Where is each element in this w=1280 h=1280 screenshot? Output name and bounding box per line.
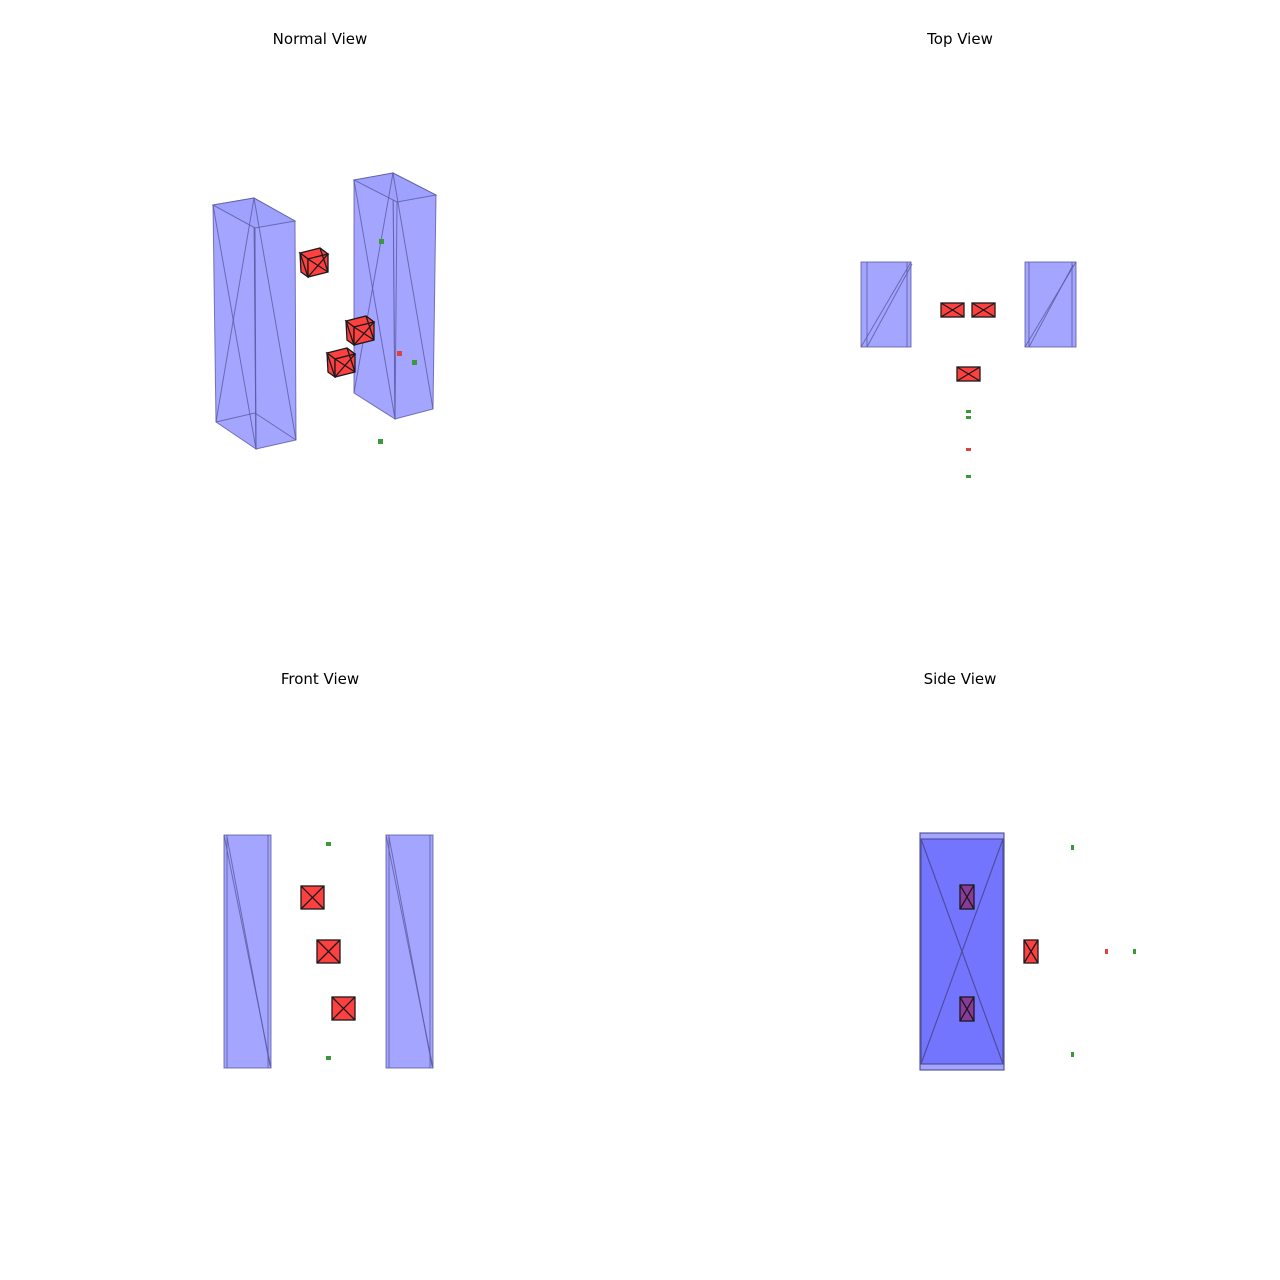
marker-red — [1105, 949, 1108, 954]
marker-green — [966, 416, 971, 419]
marker-green — [1071, 1052, 1074, 1057]
marker-green — [1071, 845, 1074, 850]
column-right — [1024, 261, 1077, 348]
box-2 — [971, 302, 996, 318]
marker-green — [379, 239, 384, 244]
marker-green — [966, 410, 971, 413]
box-hidden-1 — [959, 884, 975, 910]
panel-title: Front View — [280, 670, 360, 688]
box-visible — [1023, 939, 1039, 964]
panel-side-view: Side View — [640, 640, 1280, 1280]
marker-green — [326, 842, 331, 846]
panel-title: Side View — [923, 670, 997, 688]
front-view-plot — [223, 834, 434, 1069]
panel-front-view: Front View — [0, 640, 640, 1280]
box-1 — [300, 885, 325, 910]
top-view-plot — [860, 261, 1077, 478]
box-2 — [344, 315, 376, 347]
panel-top-view: Top View — [640, 0, 1280, 640]
side-view-plot — [919, 832, 1136, 1071]
marker-red — [966, 448, 971, 451]
column-right — [352, 172, 438, 420]
marker-green — [1133, 949, 1136, 954]
column-left — [211, 197, 297, 450]
column-overlapped — [919, 832, 1005, 1071]
marker-red — [397, 351, 402, 356]
marker-green — [412, 360, 417, 365]
column-right — [385, 834, 434, 1069]
column-left — [860, 261, 913, 348]
box-hidden-2 — [959, 996, 975, 1022]
box-3 — [331, 996, 356, 1021]
panel-title: Normal View — [272, 30, 368, 48]
normal-view-plot — [211, 172, 438, 450]
marker-green — [326, 1056, 331, 1060]
box-1 — [298, 247, 330, 279]
column-left — [223, 834, 272, 1069]
panel-title: Top View — [927, 30, 993, 48]
box-1 — [940, 302, 965, 318]
panel-normal-view: Normal View — [0, 0, 640, 640]
box-3 — [325, 347, 357, 379]
marker-green — [378, 439, 383, 444]
box-3 — [956, 366, 981, 382]
box-2 — [316, 939, 341, 964]
marker-green — [966, 475, 971, 478]
